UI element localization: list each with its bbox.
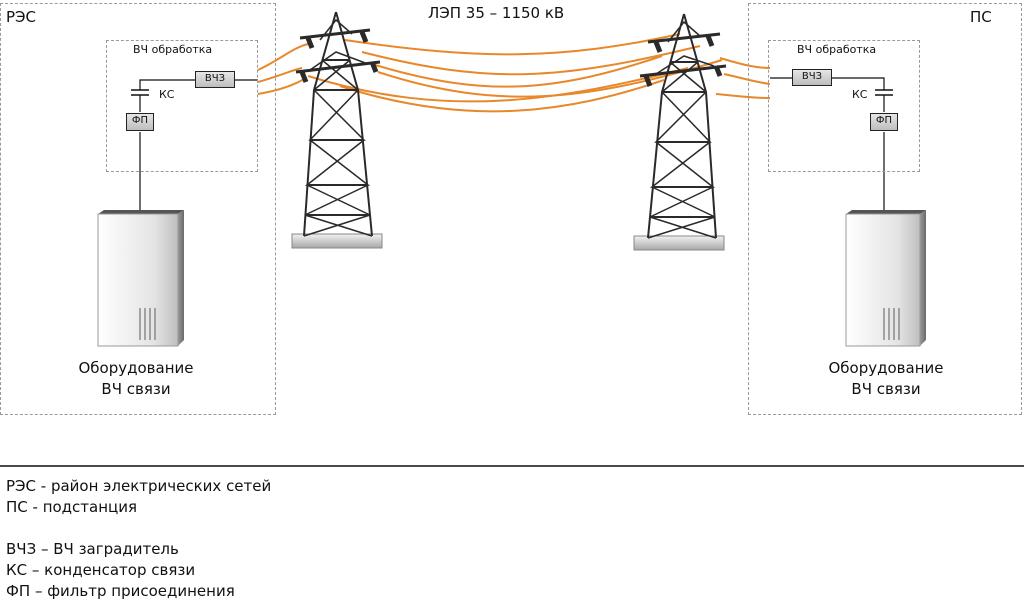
left-equipment-line2: ВЧ связи bbox=[101, 380, 171, 398]
wire-10 bbox=[719, 57, 771, 69]
legend-item-ps: ПС - подстанция bbox=[6, 498, 138, 516]
legend-item-vchz: ВЧЗ – ВЧ заградитель bbox=[6, 540, 179, 558]
left-equipment-line1: Оборудование bbox=[78, 359, 194, 377]
left-trap-box: ВЧЗ bbox=[195, 71, 235, 88]
wire-4 bbox=[344, 33, 681, 56]
right-region-label: ПС bbox=[970, 8, 992, 26]
left-region-label: РЭС bbox=[6, 8, 36, 26]
power-line-title: ЛЭП 35 – 1150 кВ bbox=[428, 4, 565, 22]
right-region-frame bbox=[748, 3, 1022, 415]
left-equipment-cabinet bbox=[97, 210, 184, 347]
legend-item-fp: ФП – фильтр присоединения bbox=[6, 582, 235, 600]
wire-1 bbox=[257, 43, 309, 71]
left-tower bbox=[291, 11, 383, 249]
wire-8 bbox=[339, 79, 665, 113]
left-capacitor-label: КС bbox=[159, 88, 175, 101]
right-equipment-line1: Оборудование bbox=[828, 359, 944, 377]
right-capacitor-label: КС bbox=[852, 88, 868, 101]
right-tower bbox=[633, 13, 727, 251]
right-equipment-caption: Оборудование ВЧ связи bbox=[786, 358, 986, 400]
wire-5 bbox=[361, 45, 701, 76]
left-tower-base bbox=[291, 233, 383, 249]
wire-7 bbox=[307, 67, 689, 103]
right-equipment-line2: ВЧ связи bbox=[851, 380, 921, 398]
left-filter-box: ФП bbox=[126, 113, 154, 131]
legend-spacer bbox=[6, 518, 271, 539]
legend-item-res: РЭС - район электрических сетей bbox=[6, 477, 272, 495]
left-hf-wiring bbox=[131, 79, 258, 210]
wire-2 bbox=[257, 67, 303, 83]
power-line-wires bbox=[257, 33, 771, 113]
legend-item-ks: КС – конденсатор связи bbox=[6, 561, 196, 579]
right-hf-processing-frame bbox=[768, 40, 920, 172]
wire-6 bbox=[371, 55, 663, 88]
right-trap-box: ВЧЗ bbox=[792, 69, 832, 86]
right-filter-box: ФП bbox=[870, 113, 898, 131]
left-hf-processing-frame bbox=[106, 40, 258, 172]
right-tower-base bbox=[633, 235, 725, 251]
right-processing-label: ВЧ обработка bbox=[797, 43, 877, 56]
legend: РЭС - район электрических сетей ПС - под… bbox=[6, 476, 271, 602]
left-region-frame bbox=[0, 3, 276, 415]
left-equipment-caption: Оборудование ВЧ связи bbox=[36, 358, 236, 400]
right-hf-wiring bbox=[770, 77, 893, 210]
wire-12 bbox=[715, 93, 771, 99]
right-equipment-cabinet bbox=[845, 210, 926, 347]
wire-9 bbox=[377, 59, 723, 98]
left-processing-label: ВЧ обработка bbox=[133, 43, 213, 56]
